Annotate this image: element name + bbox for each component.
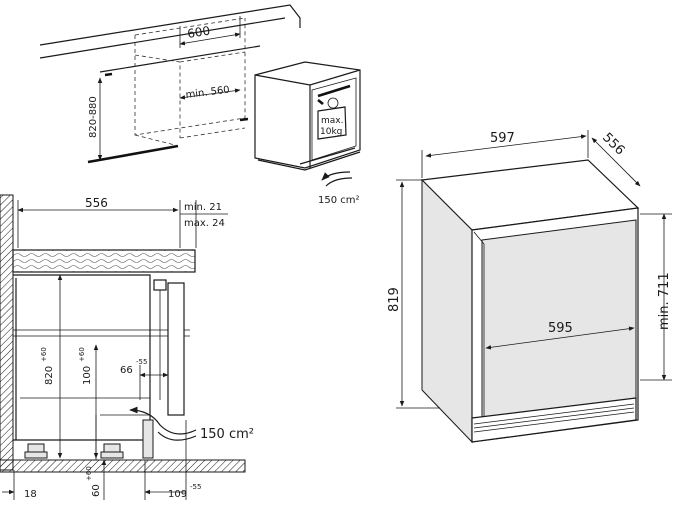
- dim-109: 109: [168, 489, 187, 500]
- airflow-side-arrow-icon: [129, 406, 197, 435]
- top-installation-view: 600 min. 560 820-880 max. 10kg: [39, 4, 361, 206]
- dim-109-tol: -55: [190, 483, 201, 491]
- dim-min-560: min. 560: [185, 85, 230, 101]
- airflow-side: 150 cm²: [200, 427, 254, 442]
- dim-60-tol: +60: [85, 466, 93, 481]
- vent-grille: [142, 419, 154, 459]
- dim-600: 600: [186, 24, 211, 41]
- dim-595: 595: [548, 321, 573, 336]
- dim-min-21: min. 21: [184, 202, 222, 213]
- dim-820-side: 820: [44, 366, 55, 385]
- dim-819: 819: [387, 287, 402, 312]
- dim-820-tol: +60: [40, 347, 48, 362]
- worktop: [12, 249, 196, 273]
- side-section-view: 150 cm² 556 min. 21 max. 24 820 +60 100 …: [0, 194, 254, 500]
- dim-100: 100: [82, 366, 93, 385]
- appliance-door: [481, 219, 637, 419]
- wall: [0, 194, 14, 471]
- floor: [0, 459, 246, 473]
- dim-66: 66: [120, 365, 133, 376]
- weight-icon: max. 10kg: [317, 97, 347, 140]
- airflow-top: 150 cm²: [318, 195, 360, 206]
- weight-max: max.: [321, 116, 343, 126]
- airflow-arrow-icon: [321, 171, 351, 181]
- dim-60: 60: [91, 484, 102, 497]
- dim-597: 597: [490, 131, 515, 146]
- dim-556-side: 556: [85, 196, 108, 210]
- weight-10kg: 10kg: [320, 127, 342, 137]
- dim-max-24: max. 24: [184, 218, 225, 229]
- dim-66-tol: -55: [136, 358, 147, 366]
- dim-100-tol: +60: [78, 347, 86, 362]
- appliance-3d-view: 597 556 819 595 min. 711: [387, 130, 672, 444]
- appliance-box-top: max. 10kg: [254, 61, 361, 171]
- dim-18: 18: [24, 489, 37, 500]
- door-panel: [167, 282, 185, 416]
- dim-556-appliance: 556: [599, 130, 627, 158]
- dim-min-711: min. 711: [657, 272, 672, 330]
- dim-820-880: 820-880: [88, 96, 99, 138]
